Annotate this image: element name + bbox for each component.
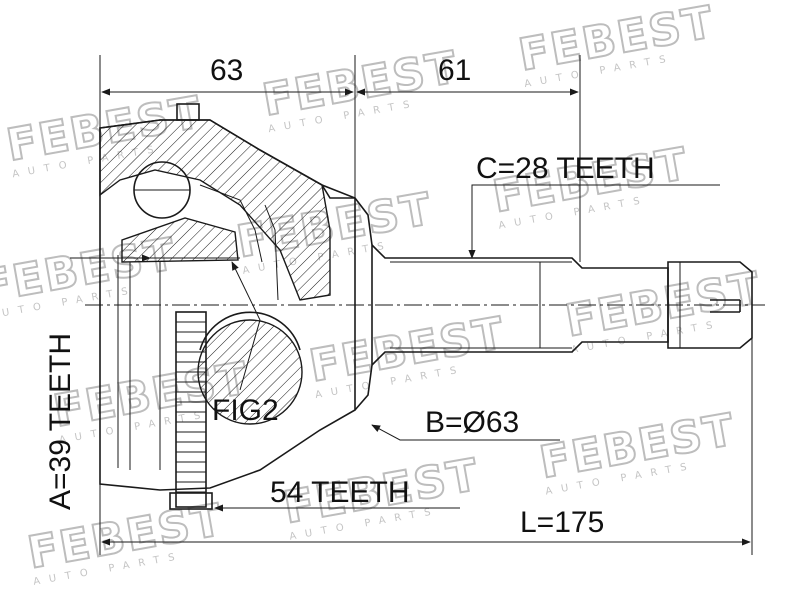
- outer-spline-label: C=28 TEETH: [476, 152, 655, 185]
- diameter-label: B=Ø63: [425, 406, 519, 439]
- length-label: L=175: [520, 506, 604, 539]
- abs-ring-teeth: [169, 311, 213, 510]
- bell-housing: [99, 103, 373, 510]
- abs-teeth-label: 54 TEETH: [270, 476, 410, 509]
- dim-61-label: 61: [438, 54, 471, 87]
- stub-shaft: [371, 244, 753, 366]
- inner-spline-label: A=39 TEETH: [44, 333, 77, 510]
- dimension-lines: [70, 55, 753, 555]
- fig2-label: FIG2: [212, 394, 279, 427]
- dim-63-label: 63: [210, 54, 243, 87]
